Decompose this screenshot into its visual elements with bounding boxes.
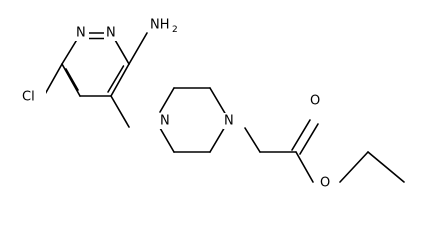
bond-pip-n1-ch2 — [244, 127, 261, 153]
bond-c5-c6 — [61, 63, 81, 97]
bond-carbonyl-ether-o — [295, 151, 314, 183]
ether-oxygen-label: O — [320, 176, 330, 191]
amino-label: NH — [150, 18, 170, 33]
bond-pip-n4-c1 — [159, 87, 175, 113]
bond-c3-c4-inner — [107, 65, 125, 93]
bond-c5-c6-inner — [65, 68, 79, 91]
pyridazine-ring — [61, 32, 130, 97]
bond-c6-chlorine — [43, 63, 63, 97]
ring-nitrogen-lower-label: N — [106, 26, 116, 41]
amino-group-label: NH 2 — [150, 18, 178, 36]
piperazine-nitrogen-right-label: N — [224, 114, 234, 129]
ring-nitrogen-upper-label: N — [76, 26, 86, 41]
bond-pip-c4-n4 — [159, 127, 175, 153]
chlorine-label: Cl — [22, 90, 35, 105]
bond-c3-amino — [128, 32, 148, 65]
piperazine-nitrogen-left-label: N — [160, 114, 170, 129]
amino-subscript: 2 — [172, 25, 178, 35]
bond-carbonyl-o-double-a — [291, 119, 311, 151]
bond-ch2-ch3 — [367, 151, 405, 183]
carbonyl-oxygen-label: O — [310, 94, 320, 109]
chemical-structure-drawing: N N NH 2 Cl N N O O — [22, 17, 405, 191]
bond-ether-o-ch2 — [339, 151, 369, 183]
bond-c4-piperazine — [110, 95, 130, 128]
bond-carbonyl-o-double-b — [299, 123, 319, 155]
bond-c3-c4 — [110, 63, 130, 97]
